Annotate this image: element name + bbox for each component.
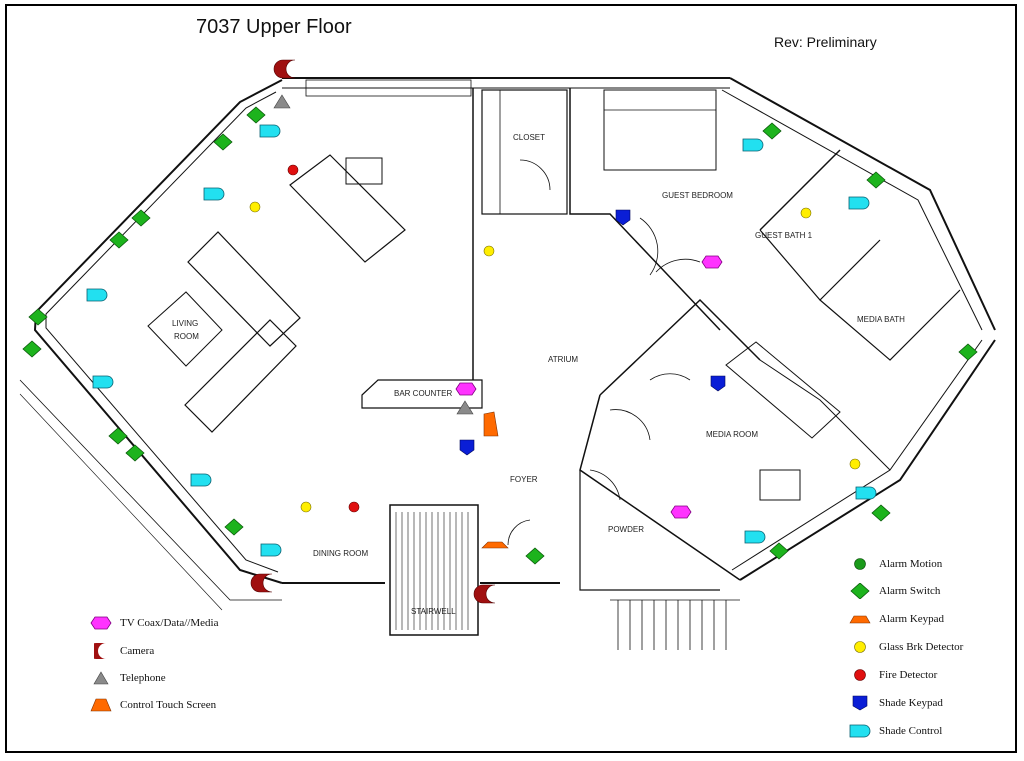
shade-control-icon <box>848 196 870 210</box>
alarm-switch-icon <box>866 171 886 189</box>
shade-control-icon <box>742 138 764 152</box>
tv-coax-icon <box>88 615 114 631</box>
legend-item-touch-screen: Control Touch Screen <box>88 697 216 713</box>
alarm-switch-icon <box>131 209 151 227</box>
dining-room-label: DINING ROOM <box>313 549 368 558</box>
glass-break-icon <box>847 639 873 655</box>
guest-bedroom-label: GUEST BEDROOM <box>662 191 733 200</box>
living-room-label-1: LIVING <box>172 319 198 328</box>
alarm-keypad-icon <box>481 541 509 549</box>
legend-label: Shade Control <box>879 725 943 737</box>
glass-break-icon <box>249 201 261 213</box>
legend-label: TV Coax/Data//Media <box>120 617 219 629</box>
fire-detector-icon <box>847 667 873 683</box>
glass-break-icon <box>483 245 495 257</box>
legend-item-shade-control: Shade Control <box>847 723 942 739</box>
legend-item-alarm-motion: Alarm Motion <box>847 556 942 572</box>
fire-detector-icon <box>348 501 360 513</box>
alarm-switch-icon <box>871 504 891 522</box>
alarm-switch-icon <box>213 133 233 151</box>
shade-control-icon <box>260 543 282 557</box>
alarm-switch-icon <box>246 106 266 124</box>
alarm-switch-icon <box>762 122 782 140</box>
legend-label: Camera <box>120 645 155 657</box>
shade-control-icon <box>92 375 114 389</box>
tv-coax-icon <box>455 382 477 396</box>
revision-label: Rev: Preliminary <box>774 34 877 50</box>
bar-counter-label: BAR COUNTER <box>394 389 452 398</box>
legend-label: Alarm Motion <box>879 558 943 570</box>
shade-control-icon <box>744 530 766 544</box>
legend-item-telephone: Telephone <box>88 670 166 686</box>
legend-item-alarm-keypad: Alarm Keypad <box>847 611 944 627</box>
shade-control-icon <box>855 486 877 500</box>
legend-label: Fire Detector <box>879 669 938 681</box>
legend-item-shade-keypad: Shade Keypad <box>847 695 943 711</box>
alarm-keypad-icon <box>847 611 873 627</box>
legend-item-fire-detector: Fire Detector <box>847 667 937 683</box>
legend-label: Glass Brk Detector <box>879 641 964 653</box>
legend-label: Alarm Keypad <box>879 613 945 625</box>
powder-label: POWDER <box>608 525 644 534</box>
alarm-switch-icon <box>28 308 48 326</box>
legend-label: Alarm Switch <box>879 585 941 597</box>
alarm-switch-icon <box>769 542 789 560</box>
atrium-label: ATRIUM <box>548 355 578 364</box>
glass-break-icon <box>300 501 312 513</box>
legend-item-tv-coax: TV Coax/Data//Media <box>88 615 218 631</box>
legend-item-glass-break: Glass Brk Detector <box>847 639 963 655</box>
walls <box>19 77 996 650</box>
legend-item-camera: Camera <box>88 643 154 659</box>
shade-control-icon <box>259 124 281 138</box>
alarm-switch-icon <box>958 343 978 361</box>
alarm-switch-icon <box>847 583 873 599</box>
legend-label: Control Touch Screen <box>120 699 217 711</box>
media-bath-label: MEDIA BATH <box>857 315 905 324</box>
legend-label: Shade Keypad <box>879 697 943 709</box>
alarm-switch-icon <box>108 427 128 445</box>
shade-keypad-icon <box>847 695 873 711</box>
shade-control-icon <box>203 187 225 201</box>
tv-coax-icon <box>670 505 692 519</box>
guest-bath-label: GUEST BATH 1 <box>755 231 813 240</box>
media-room-label: MEDIA ROOM <box>706 430 758 439</box>
drawing-frame <box>5 4 1017 753</box>
alarm-switch-icon <box>22 340 42 358</box>
shade-keypad-icon <box>459 439 475 456</box>
alarm-switch-icon <box>224 518 244 536</box>
glass-break-icon <box>800 207 812 219</box>
camera-icon <box>250 573 273 593</box>
foyer-label: FOYER <box>510 475 538 484</box>
shade-control-icon <box>86 288 108 302</box>
alarm-switch-icon <box>525 547 545 565</box>
shade-keypad-icon <box>710 375 726 392</box>
telephone-icon <box>88 670 114 686</box>
telephone-icon <box>273 94 291 109</box>
camera-icon <box>88 643 114 659</box>
tv-coax-icon <box>701 255 723 269</box>
fire-detector-icon <box>287 164 299 176</box>
alarm-switch-icon <box>125 444 145 462</box>
page-title: 7037 Upper Floor <box>196 16 352 38</box>
legend-label: Telephone <box>120 672 166 684</box>
stairwell-label: STAIRWELL <box>411 607 456 616</box>
touch-screen-icon <box>483 411 499 437</box>
shade-control-icon <box>847 723 873 739</box>
living-room-label-2: ROOM <box>174 332 199 341</box>
shade-control-icon <box>190 473 212 487</box>
glass-break-icon <box>849 458 861 470</box>
alarm-motion-icon <box>847 556 873 572</box>
camera-icon <box>473 584 496 604</box>
closet-label: CLOSET <box>513 133 545 142</box>
camera-icon <box>273 59 296 79</box>
legend-item-alarm-switch: Alarm Switch <box>847 583 940 599</box>
touch-screen-icon <box>88 697 114 713</box>
